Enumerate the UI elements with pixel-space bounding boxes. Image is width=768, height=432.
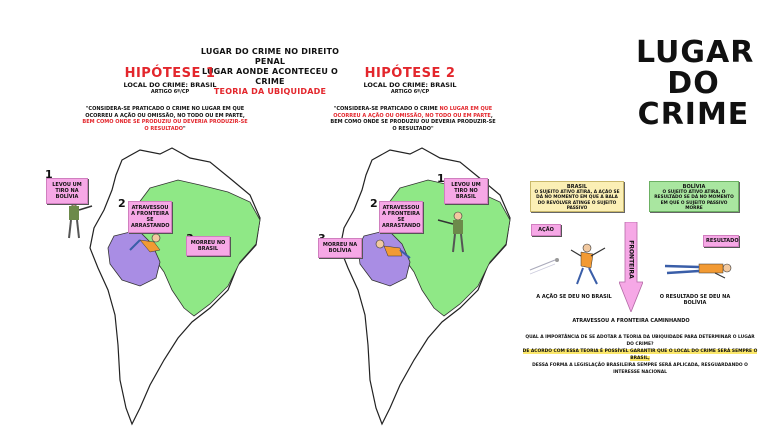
hyp2-title: HIPÓTESE 2 bbox=[364, 66, 456, 81]
hyp1-title: HIPÓTESE 1 bbox=[124, 66, 216, 81]
hyp2-step1-num: 1 bbox=[437, 172, 445, 185]
hyp1-quote-b: BEM COMO ONDE SE PRODUZIU OU DEVERIA PRO… bbox=[82, 119, 248, 132]
fronteira-arrow-shape bbox=[619, 222, 643, 312]
question-block: QUAL A IMPORTÂNCIA DE SE ADOTAR A TEORIA… bbox=[522, 334, 758, 376]
acao-label: AÇÃO bbox=[531, 224, 561, 236]
hyp2-step2-num: 2 bbox=[370, 197, 378, 210]
resultado-label: RESULTADO bbox=[703, 235, 739, 247]
hyp1-quote-a: "CONSIDERA-SE PRATICADO O CRIME NO LUGAR… bbox=[85, 106, 245, 119]
fronteira-label-wrap: FRONTEIRA bbox=[625, 232, 637, 292]
question-line3: DESSA FORMA A LEGISLAÇÃO BRASILEIRA SEMP… bbox=[532, 363, 748, 375]
hyp2-quote-c: , BEM COMO ONDE SE PRODUZIU OU DEVERIA P… bbox=[330, 112, 496, 132]
resultado-caption: O RESULTADO SE DEU NA BOLÍVIA bbox=[659, 294, 731, 306]
main-title: LUGAR DO CRIME bbox=[636, 35, 755, 132]
hyp2-step3-label: MORREU NA BOLÍVIA bbox=[318, 238, 362, 258]
main-title-line3: CRIME bbox=[637, 97, 750, 132]
shooter-figure bbox=[437, 211, 464, 253]
shooter-figure bbox=[68, 197, 93, 239]
bullet-icon bbox=[555, 258, 559, 262]
hyp2-header: HIPÓTESE 2 LOCAL DO CRIME: BRASIL ARTIGO… bbox=[340, 66, 480, 95]
hyp1-step2-label: ATRAVESSOU A FRONTEIRA SE ARRASTANDO bbox=[128, 201, 172, 233]
hyp1-step1-label: LEVOU UM TIRO NA BOLÍVIA bbox=[46, 178, 88, 204]
hyp2-quote-a: "CONSIDERA-SE PRATICADO O CRIME bbox=[333, 106, 440, 112]
south-america-map-1 bbox=[68, 147, 261, 426]
acao-illustration bbox=[529, 243, 606, 285]
victim-figure bbox=[375, 239, 411, 259]
header-line2: LUGAR AONDE ACONTECEU O CRIME bbox=[201, 67, 339, 86]
hyp2-artigo: ARTIGO 6º/CP bbox=[390, 89, 430, 95]
fronteira-label: FRONTEIRA bbox=[627, 240, 635, 279]
bolivia-box-title: BOLÍVIA bbox=[682, 184, 706, 190]
hyp1-header: HIPÓTESE 1 LOCAL DO CRIME: BRASIL ARTIGO… bbox=[100, 66, 240, 95]
bullet-trail bbox=[529, 259, 556, 271]
hyp1-step3-label: MORREU NO BRASIL bbox=[186, 236, 230, 256]
header-line1-b: NO DIREITO PENAL bbox=[254, 47, 340, 66]
hyp1-step2-num: 2 bbox=[118, 197, 126, 210]
hit-person-figure bbox=[570, 243, 606, 285]
header-block: LUGAR DO CRIME NO DIREITO PENAL LUGAR AO… bbox=[200, 47, 340, 97]
hyp2-step1-label: LEVOU UM TIRO NO BRASIL bbox=[444, 178, 488, 204]
victim-figure bbox=[129, 233, 161, 253]
main-title-line2: DO bbox=[667, 66, 720, 101]
resultado-illustration bbox=[664, 263, 732, 279]
bolivia-box: BOLÍVIA O SUJEITO ATIVO ATIRA, O RESULTA… bbox=[649, 181, 739, 212]
hyp1-local: LOCAL DO CRIME: BRASIL bbox=[123, 81, 217, 89]
brasil-box: BRASIL O SUJEITO ATIVO ATIRA, A AÇÃO SE … bbox=[530, 181, 624, 212]
atravessou-caption: ATRAVESSOU A FRONTEIRA CAMINHANDO bbox=[572, 318, 690, 324]
bolivia-box-text: O SUJEITO ATIVO ATIRA, O RESULTADO SE DÁ… bbox=[654, 190, 734, 212]
lying-person-figure bbox=[664, 263, 732, 279]
header-line1: LUGAR DO CRIME NO DIREITO PENAL bbox=[200, 47, 340, 67]
acao-caption: A AÇÃO SE DEU NO BRASIL bbox=[536, 294, 612, 300]
brasil-box-title: BRASIL bbox=[566, 184, 588, 190]
fronteira-arrow bbox=[619, 222, 643, 312]
hyp2-step2-label: ATRAVESSOU A FRONTEIRA SE ARRASTANDO bbox=[379, 201, 423, 233]
hyp2-quote: "CONSIDERA-SE PRATICADO O CRIME NO LUGAR… bbox=[328, 106, 498, 132]
header-line3: TEORIA DA UBIQUIDADE bbox=[213, 87, 327, 96]
hyp1-quote-c: " bbox=[182, 125, 186, 132]
question-line1: QUAL A IMPORTÂNCIA DE SE ADOTAR A TEORIA… bbox=[525, 335, 755, 347]
hyp2-local: LOCAL DO CRIME: BRASIL bbox=[363, 81, 457, 89]
hyp2-quote-b: NO LUGAR EM QUE OCORREU A AÇÃO OU OMISSÃ… bbox=[333, 106, 493, 119]
hyp1-step1-num: 1 bbox=[45, 168, 53, 181]
question-line2: DE ACORDO COM ESSA TEORIA É POSSÍVEL GAR… bbox=[522, 349, 758, 361]
south-america-map-2 bbox=[339, 147, 511, 426]
hyp1-quote: "CONSIDERA-SE PRATICADO O CRIME NO LUGAR… bbox=[80, 106, 250, 132]
header-line1-a: LUGAR DO CRIME bbox=[200, 47, 282, 56]
brasil-box-text: O SUJEITO ATIVO ATIRA, A AÇÃO SE DÁ NO M… bbox=[534, 190, 620, 212]
hyp1-artigo: ARTIGO 6º/CP bbox=[150, 89, 190, 95]
main-title-line1: LUGAR bbox=[636, 35, 755, 70]
